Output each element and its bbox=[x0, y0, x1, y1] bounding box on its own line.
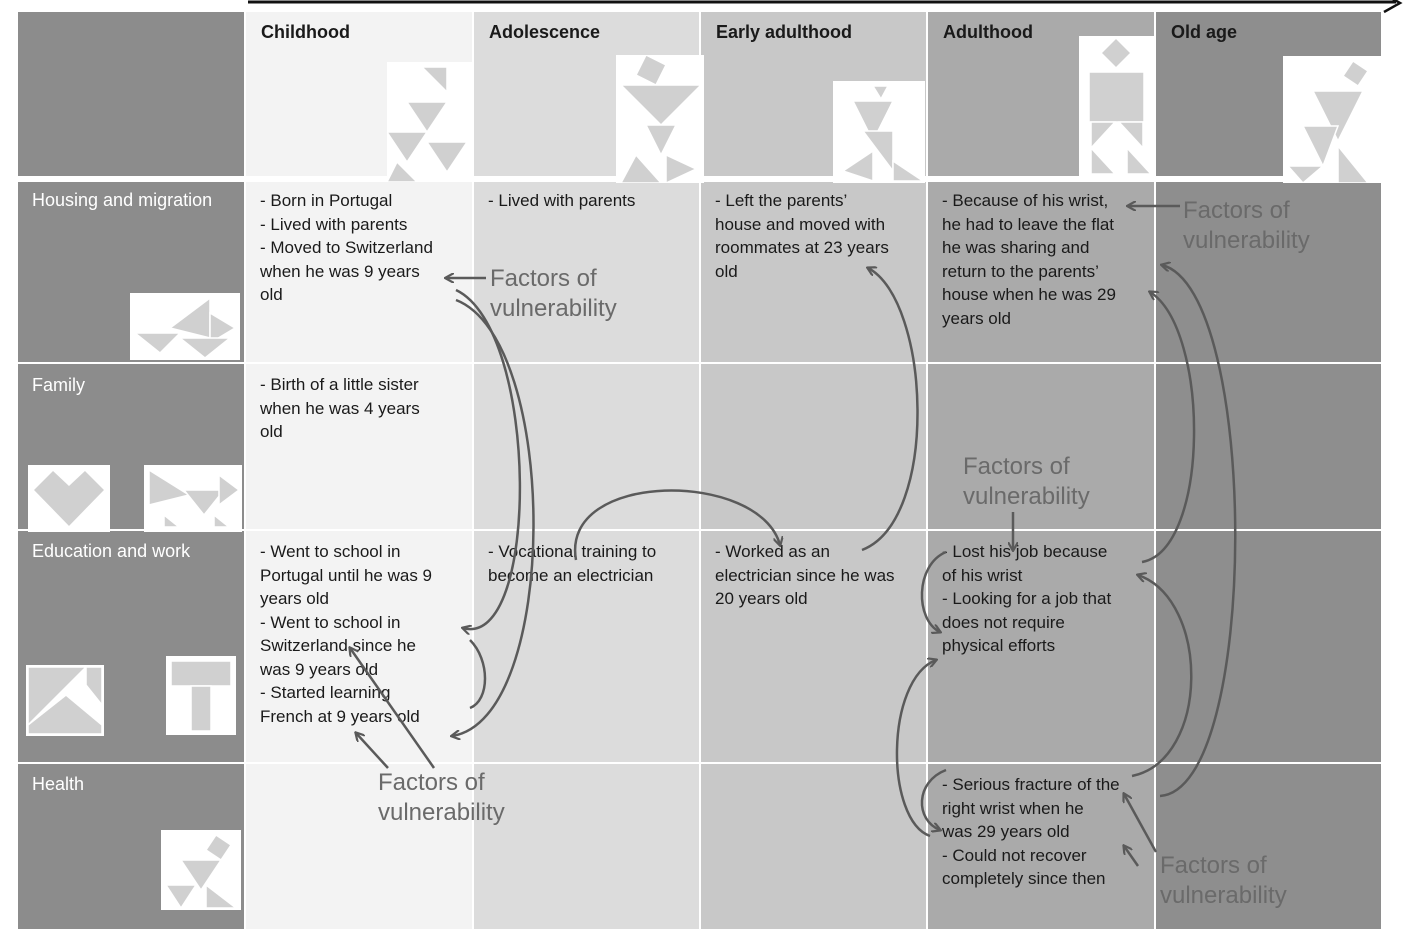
arrow bbox=[573, 489, 780, 561]
tangram-figure-childhood bbox=[385, 62, 474, 183]
timeline-arrow bbox=[248, 0, 1403, 14]
row-label-family: Family bbox=[32, 375, 85, 395]
arrow bbox=[861, 268, 919, 552]
arrow bbox=[1124, 846, 1140, 867]
row-divider bbox=[18, 529, 1381, 531]
cell-education-adolescence: - Vocational training to become an elect… bbox=[488, 542, 657, 585]
arrow bbox=[469, 639, 487, 710]
row-divider bbox=[18, 762, 1381, 764]
cell-housing-adolescence: - Lived with parents bbox=[488, 191, 636, 210]
column-header-adolescence: Adolescence bbox=[489, 22, 601, 42]
arrow bbox=[455, 288, 522, 629]
arrow bbox=[350, 648, 436, 769]
tangram-figure-housing bbox=[130, 293, 240, 360]
arrow bbox=[920, 550, 947, 632]
arrow bbox=[1124, 794, 1158, 853]
arrow bbox=[1160, 265, 1237, 798]
cell-education-adulthood: - Lost his job because of his wrist - Lo… bbox=[942, 542, 1112, 655]
cell-family-childhood: - Birth of a little sister when he was 4… bbox=[260, 375, 420, 441]
tangram-figure-early-adulthood bbox=[833, 81, 926, 183]
tangram-figure-family-2 bbox=[144, 465, 242, 532]
column-header-adulthood: Adulthood bbox=[943, 22, 1033, 42]
tangram-figure-adulthood bbox=[1079, 36, 1154, 176]
row-divider bbox=[18, 362, 1381, 364]
tangram-figure-education-1 bbox=[26, 665, 104, 736]
arrow bbox=[356, 733, 389, 769]
tangram-figure-health bbox=[161, 830, 241, 910]
row-label-education-work: Education and work bbox=[32, 541, 191, 561]
tangram-figure-education-2 bbox=[166, 656, 236, 735]
cell-education-childhood: - Went to school in Portugal until he wa… bbox=[260, 542, 432, 726]
tangram-figure-family-1 bbox=[28, 465, 110, 532]
cell-housing-adulthood: - Because of his wrist, he had to leave … bbox=[942, 191, 1116, 328]
row-label-housing: Housing and migration bbox=[32, 190, 213, 210]
arrow bbox=[452, 298, 535, 736]
cell-housing-childhood: - Born in Portugal - Lived with parents … bbox=[260, 191, 433, 304]
arrow bbox=[920, 768, 947, 830]
arrow bbox=[1131, 575, 1193, 778]
cell-education-early-adulthood: - Worked as an electrician since he was … bbox=[715, 542, 895, 608]
row-label-health: Health bbox=[32, 774, 85, 794]
column-header-childhood: Childhood bbox=[261, 22, 350, 42]
cell-health-adulthood: - Serious fracture of the right wrist wh… bbox=[942, 775, 1120, 888]
tangram-figure-adolescence bbox=[616, 53, 704, 185]
column-header-old-age: Old age bbox=[1171, 22, 1238, 42]
column-header-early-adulthood: Early adulthood bbox=[716, 22, 853, 42]
cell-housing-early-adulthood: - Left the parents’ house and moved with… bbox=[715, 191, 889, 281]
arrow bbox=[895, 660, 936, 838]
arrow bbox=[1141, 292, 1196, 564]
tangram-figure-old-age bbox=[1283, 56, 1381, 185]
